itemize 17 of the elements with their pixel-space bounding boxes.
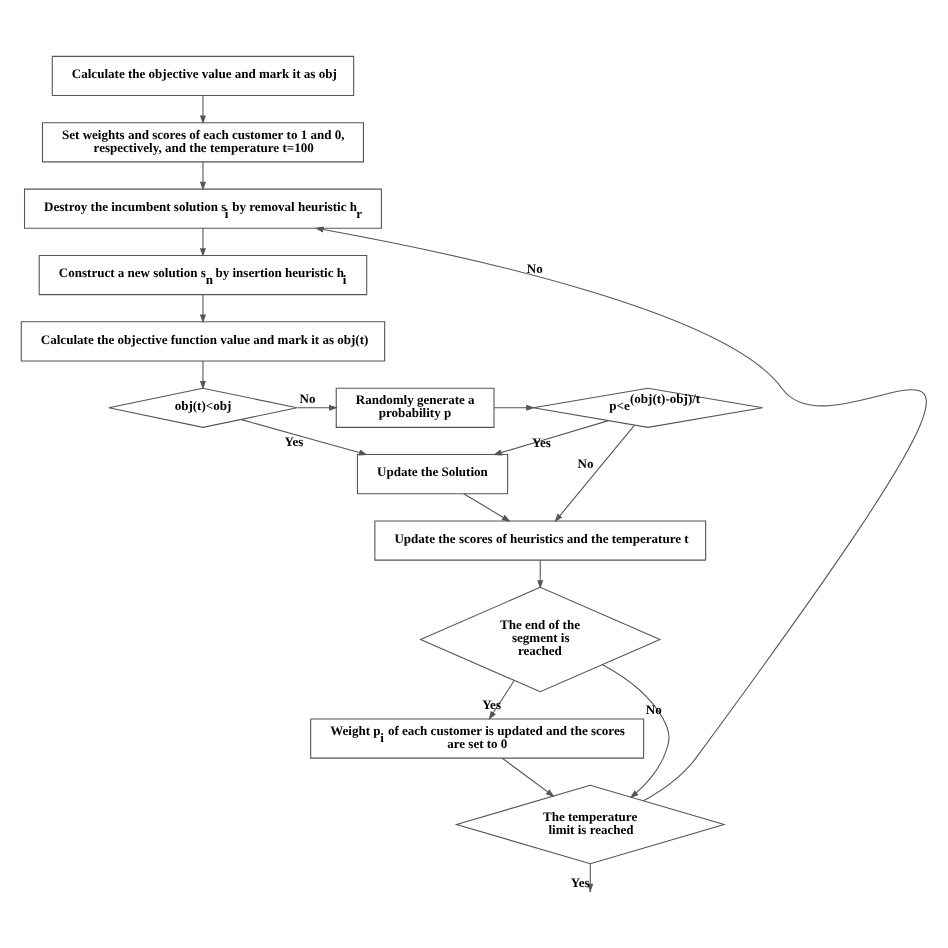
arrow bbox=[488, 680, 515, 720]
arrow bbox=[199, 360, 206, 390]
arrow bbox=[554, 424, 635, 523]
arrow bbox=[314, 226, 927, 802]
arrow bbox=[501, 757, 555, 797]
arrow bbox=[199, 294, 206, 324]
arrow bbox=[240, 419, 368, 456]
arrow bbox=[493, 420, 609, 456]
arrow bbox=[199, 95, 206, 125]
arrow bbox=[199, 161, 206, 191]
arrow bbox=[493, 404, 535, 411]
arrow bbox=[199, 227, 206, 257]
arrow bbox=[537, 559, 544, 589]
arrow bbox=[463, 493, 511, 522]
arrow bbox=[601, 664, 670, 799]
arrow bbox=[296, 404, 338, 411]
arrow bbox=[587, 863, 594, 893]
